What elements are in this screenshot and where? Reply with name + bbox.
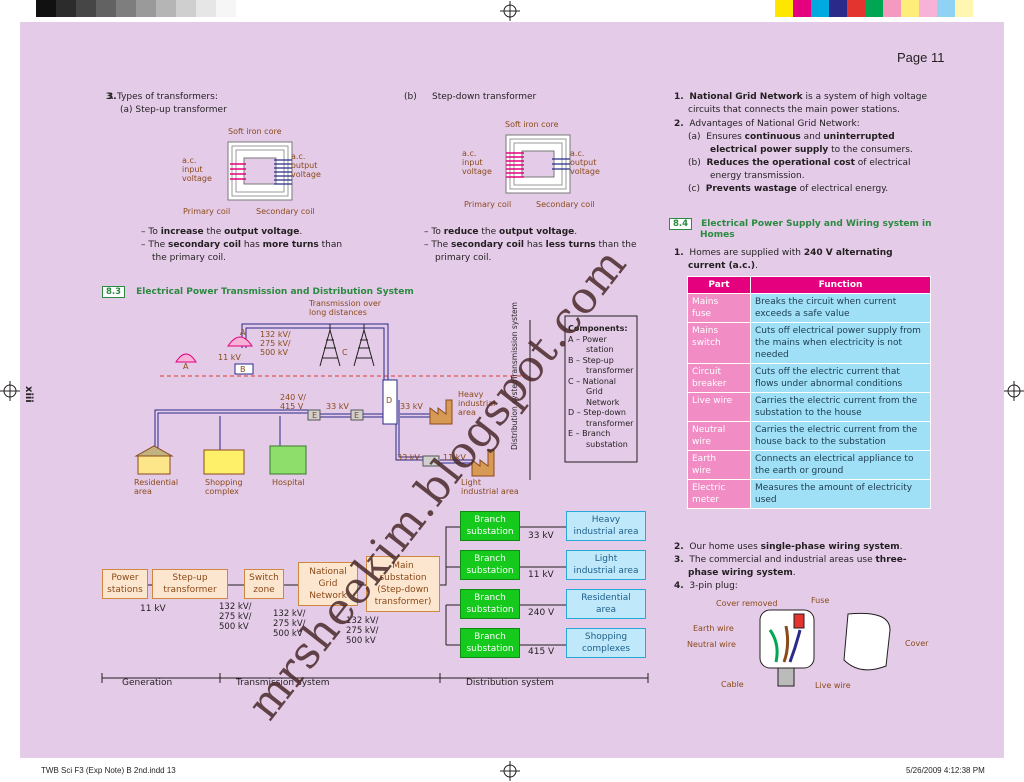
- components-legend: Components: A – Power station B – Step-u…: [568, 324, 634, 449]
- label-e: E: [354, 411, 360, 420]
- registration-bar-left: [36, 0, 244, 17]
- registration-target-icon: [1004, 381, 1024, 401]
- voltage-240-label: 240 V/415 V: [280, 393, 306, 411]
- hospital-label: Hospital: [272, 478, 305, 487]
- registration-target-icon: [500, 1, 520, 21]
- q3a-label: (a) Step-up transformer: [120, 105, 227, 115]
- section-8-3-heading: 8.3 Electrical Power Transmission and Di…: [102, 279, 414, 298]
- flow-voltage: 240 V: [528, 608, 555, 618]
- q3-title: 3. 3. Types of transformers:: [105, 92, 218, 102]
- plug-earth-wire-label: Earth wire: [693, 624, 734, 633]
- label-a: A: [240, 328, 246, 337]
- registration-target-icon: [0, 381, 20, 401]
- section-8-4-heading: 8.4 Electrical Power Supply and Wiring s…: [669, 211, 937, 240]
- voltage-132-label: 132 kV/275 kV/500 kV: [260, 330, 291, 357]
- soft-iron-core-label: Soft iron core: [505, 120, 559, 129]
- flow-voltage: 415 V: [528, 647, 555, 657]
- registration-bar-right: [775, 0, 989, 17]
- flow-voltage: 33 kV: [528, 531, 554, 541]
- registration-target-icon: [500, 761, 520, 781]
- plug-fuse-label: Fuse: [811, 596, 830, 605]
- plug-cover-label: Cover: [905, 639, 929, 648]
- secondary-coil-label: Secondary coil: [536, 200, 595, 209]
- label-d: D: [386, 396, 393, 405]
- table-header-part: Part: [687, 276, 751, 294]
- voltage-33kv-label: 33 kV: [400, 402, 423, 411]
- generation-label: Generation: [122, 678, 173, 688]
- transmission-system-label: Transmission system: [236, 678, 330, 688]
- three-pin-plug-icon: [759, 609, 891, 687]
- flow-connectors: [101, 526, 649, 683]
- plug-cable-label: Cable: [721, 680, 744, 689]
- page-side-marker: xiii: [23, 386, 34, 403]
- table-header-function: Function: [750, 276, 931, 294]
- flow-voltage-132: 132 kV/275 kV/500 kV: [219, 602, 252, 632]
- q3b-label: Step-down transformer: [432, 92, 537, 102]
- flow-voltage: 11 kV: [528, 570, 554, 580]
- secondary-coil-label: Secondary coil: [256, 207, 315, 216]
- label-b: B: [240, 365, 246, 374]
- step-up-notes: – To increase the output voltage. – The …: [141, 227, 343, 263]
- voltage-11kv-label: 11 kV: [218, 353, 241, 362]
- q3b-num: (b): [404, 92, 417, 102]
- soft-iron-core-label: Soft iron core: [228, 127, 282, 136]
- homes-point-1: 1. Homes are supplied with 240 V alterna…: [674, 248, 893, 271]
- right-point-1: 1. National Grid Network is a system of …: [674, 92, 927, 115]
- step-up-transformer-icon: [227, 141, 293, 201]
- plug-neutral-wire-label: Neutral wire: [687, 640, 736, 649]
- flow-voltage-132: 132 kV/275 kV/500 kV: [273, 609, 306, 639]
- plug-live-wire-label: Live wire: [815, 681, 851, 690]
- power-grid-diagram: [134, 315, 638, 480]
- label-c: C: [342, 348, 348, 357]
- footer-file: TWB Sci F3 (Exp Note) B 2nd.indd 13: [41, 766, 176, 775]
- voltage-11kv-label: 11 kV: [443, 453, 466, 462]
- voltage-33kv-label: 33 kV: [326, 402, 349, 411]
- primary-coil-label: Primary coil: [183, 207, 231, 216]
- distribution-system-label: Distribution system: [466, 678, 554, 688]
- plug-cover-removed-label: Cover removed: [716, 599, 778, 608]
- label-e: E: [312, 411, 318, 420]
- step-down-transformer-icon: [505, 134, 571, 194]
- voltage-33kv-label: 33 kV: [397, 453, 420, 462]
- page-label: Page 11: [897, 50, 945, 65]
- flow-voltage-11kv: 11 kV: [140, 604, 166, 614]
- flow-voltage-132: 132 kV/275 kV/500 kV: [346, 616, 379, 646]
- homes-points-2-4: 2. Our home uses single-phase wiring sys…: [674, 542, 907, 591]
- step-down-notes: – To reduce the output voltage. – The se…: [424, 227, 637, 263]
- footer-date: 5/26/2009 4:12:38 PM: [906, 766, 985, 775]
- right-point-2: 2. Advantages of National Grid Network: …: [674, 119, 913, 194]
- label-a: A: [183, 362, 189, 371]
- primary-coil-label: Primary coil: [464, 200, 512, 209]
